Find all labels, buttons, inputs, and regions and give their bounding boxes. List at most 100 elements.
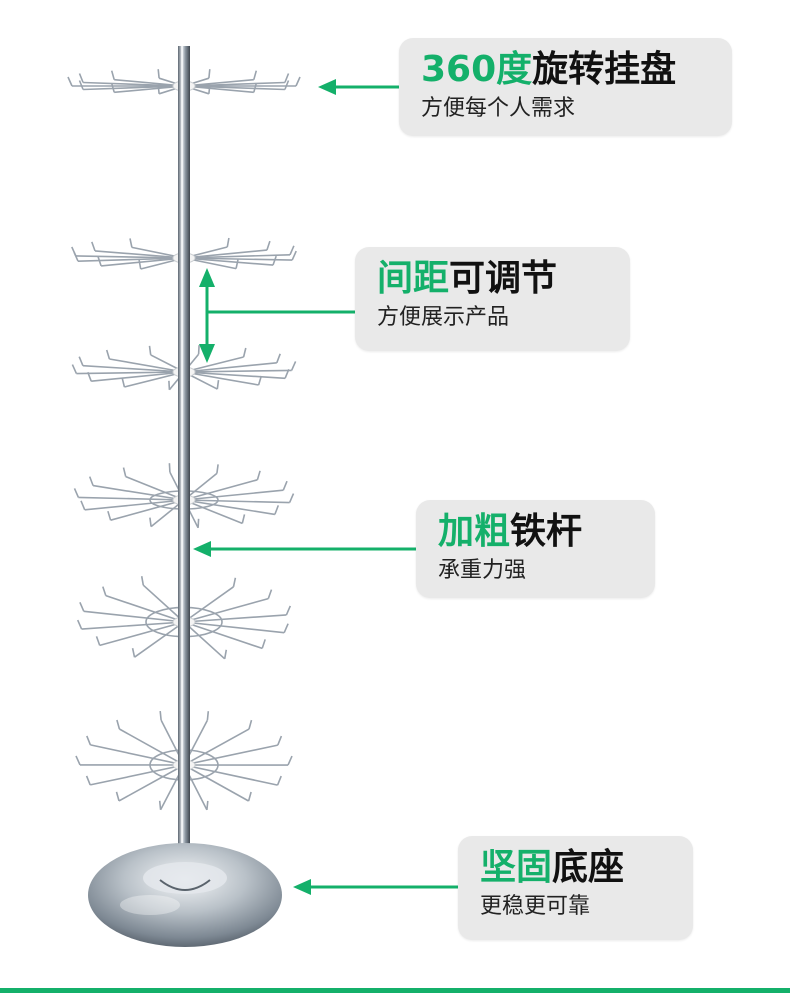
hook-tip <box>71 364 78 374</box>
hook-tip <box>291 250 297 261</box>
hook-tip <box>223 649 228 659</box>
hook-arm <box>183 597 269 623</box>
callout-title-rest: 可调节 <box>449 258 558 299</box>
hook-arm <box>90 764 185 786</box>
hook-arm <box>183 81 285 87</box>
hook-tip <box>157 69 160 79</box>
hook-arm <box>76 371 185 375</box>
hook-arm <box>183 85 254 94</box>
hook-arm <box>134 621 185 658</box>
hook-tip <box>288 493 295 503</box>
hook-tip <box>105 349 111 360</box>
callout-highlight: 坚固 <box>480 847 553 888</box>
hook-arm <box>183 499 290 504</box>
hook-tip <box>248 719 253 730</box>
hook-tip <box>282 480 288 491</box>
hook-tip <box>289 245 295 256</box>
callout-subtitle: 更稳更可靠 <box>480 894 591 919</box>
hook-tip <box>110 70 115 80</box>
arrow-rotating-tray <box>318 79 399 95</box>
hook-arm <box>75 255 185 259</box>
hook-tip <box>276 353 281 364</box>
hook-tip <box>232 577 237 587</box>
callout-adjustable-spacing: 间距可调节 方便展示产品 <box>355 247 630 351</box>
hook-tip <box>73 488 80 498</box>
hook-tip <box>116 719 121 730</box>
bottom-accent-line <box>0 988 790 993</box>
hook-arm <box>125 475 185 501</box>
hook-tip <box>216 464 219 474</box>
hook-arm <box>183 249 267 259</box>
callout-subtitle: 方便每个人需求 <box>421 96 576 121</box>
callout-highlight: 间距 <box>377 258 450 299</box>
hook-tip <box>267 589 273 599</box>
hook-tip <box>242 347 247 358</box>
callout-subtitle: 承重力强 <box>438 558 527 583</box>
hook-tip <box>140 576 145 586</box>
hook-arm <box>81 621 185 630</box>
hook-arm <box>183 728 250 766</box>
hook-tip <box>272 255 277 266</box>
hook-arm <box>183 621 263 650</box>
hook-arm <box>183 744 278 766</box>
hook-tip <box>208 69 211 79</box>
hook-arm <box>82 364 185 373</box>
hook-tip <box>102 586 107 596</box>
callout-title: 加粗铁杆 <box>438 510 582 554</box>
hook-arm <box>118 764 185 802</box>
rack-base <box>88 843 282 947</box>
hook-tip <box>274 505 280 515</box>
hook-arm <box>94 250 185 259</box>
hook-tip <box>197 345 200 355</box>
hook-arm <box>183 764 249 802</box>
hook-tip <box>295 76 301 87</box>
hook-tip <box>277 735 283 746</box>
hook-tip <box>168 380 171 390</box>
hook-arm <box>183 499 243 525</box>
hook-tip <box>290 361 297 371</box>
hook-arm <box>109 358 185 373</box>
hook-arm <box>99 621 185 647</box>
hook-tip <box>247 791 252 802</box>
hook-tip <box>85 775 91 786</box>
hook-arm <box>183 371 259 386</box>
hook-tip <box>235 259 239 269</box>
hook-arm <box>183 621 285 634</box>
hook-arm <box>183 362 277 373</box>
rack-pole <box>178 46 190 861</box>
hook-tip <box>276 775 282 786</box>
hook-tip <box>284 73 290 83</box>
hook-tip <box>287 755 293 766</box>
hook-arm <box>83 610 185 623</box>
hook-tip <box>79 601 85 612</box>
hook-arm <box>101 257 185 267</box>
hook-arm <box>183 621 226 660</box>
arrow-thick-pole <box>193 541 416 557</box>
hook-arm <box>183 586 234 623</box>
hook-tip <box>95 636 101 646</box>
hook-tip <box>261 639 266 649</box>
hook-tip <box>284 80 290 90</box>
hook-tip <box>226 237 230 248</box>
hook-arm <box>92 484 185 501</box>
callout-title-rest: 旋转挂盘 <box>532 49 677 90</box>
callout-subtitle: 方便展示产品 <box>377 305 510 330</box>
hook-arm <box>84 499 185 511</box>
hook-arm <box>183 489 284 501</box>
hook-tip <box>107 510 112 521</box>
hook-tip <box>86 735 92 746</box>
hook-tip <box>78 80 84 90</box>
hook-tip <box>80 500 86 511</box>
hook-tip <box>283 623 289 634</box>
hook-tip <box>159 711 162 721</box>
callout-title-rest: 底座 <box>552 847 625 888</box>
hook-tip <box>78 73 84 83</box>
hook-tip <box>253 70 258 80</box>
hook-arm <box>83 81 185 87</box>
hook-arm <box>183 85 285 91</box>
callout-sturdy-base: 坚固底座 更稳更可靠 <box>458 836 693 940</box>
hook-arm <box>183 764 278 786</box>
hook-arm <box>183 371 286 380</box>
